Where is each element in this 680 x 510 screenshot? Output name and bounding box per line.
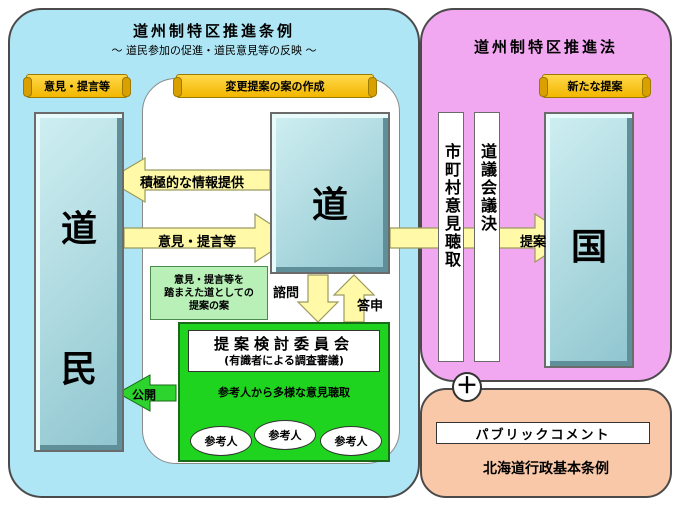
proposal-review-committee: 提案検討委員会 (有識者による調査審議) 参考人から多様な意見聴取 参考人 参考… [178,322,390,462]
plus-icon: ＋ [452,372,482,402]
municipal-hearing-box: 市町村意見聴取 [438,112,464,362]
arrow-publish [116,374,177,412]
witness-3: 参考人 [320,426,382,456]
committee-hearing-label: 参考人から多様な意見聴取 [218,386,350,399]
label-respond: 答申 [357,299,384,314]
label-consult: 諮問 [273,286,300,301]
citizens-block: 道 民 [34,112,124,452]
prefecture-char: 道 [311,185,348,226]
committee-subtitle: (有識者による調査審議) [224,354,344,367]
left-panel-title: 道州制特区推進条例 [132,22,295,40]
witness-1: 参考人 [190,426,252,456]
left-panel-subtitle: ～ 道民参加の促進・道民意見等の反映 ～ [111,44,317,57]
country-char: 国 [570,227,607,268]
note-line-3: 提案の案 [188,300,229,312]
citizens-char-2: 民 [60,349,97,390]
note-line-2: 踏まえた道としての [164,287,254,299]
proposal-draft-note: 意見・提言等を 踏まえた道としての 提案の案 [150,266,268,320]
committee-title-box: 提案検討委員会 (有識者による調査審議) [188,330,380,372]
label-opinion: 意見・提言等 [158,235,237,250]
scroll-new-proposal-banner: 新たな提案 [539,74,651,98]
arrow-consult [296,274,340,323]
committee-title: 提案検討委員会 [213,335,354,353]
assembly-resolution-box: 道議会議決 [474,112,500,362]
witness-2: 参考人 [254,420,316,450]
admin-ordinance-label: 北海道行政基本条例 [483,461,609,477]
citizens-char-1: 道 [60,209,97,250]
note-line-1: 意見・提言等を [173,274,244,286]
right-panel-title: 道州制特区推進法 [473,38,618,56]
label-publish: 公開 [132,388,157,402]
scroll-opinion-banner: 意見・提言等 [23,74,131,98]
prefecture-block: 道 [270,112,390,274]
public-comment-box: パブリックコメント [436,422,650,444]
label-active-info: 積極的な情報提供 [140,176,245,191]
country-block: 国 [544,112,634,368]
arrow-respond [332,274,376,323]
arrow-info-provision [106,156,271,204]
scroll-change-proposal-banner: 変更提案の案の作成 [173,74,377,98]
label-proposal: 提案 [520,235,547,250]
